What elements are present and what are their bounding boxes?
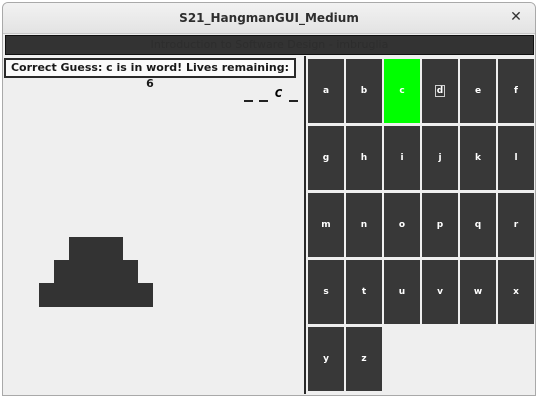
word-slot: [259, 88, 268, 102]
letter-key-label: j: [438, 153, 442, 163]
letter-key-o[interactable]: o: [384, 193, 420, 257]
letter-key-label: k: [475, 153, 481, 163]
close-icon[interactable]: ✕: [510, 9, 522, 25]
letter-key-r[interactable]: r: [498, 193, 534, 257]
letter-key-label: l: [514, 153, 518, 163]
letter-key-q[interactable]: q: [460, 193, 496, 257]
letter-key-j[interactable]: j: [422, 126, 458, 190]
letter-key-label: o: [398, 220, 406, 230]
title-bar[interactable]: S21_HangmanGUI_Medium ✕: [3, 3, 535, 34]
letter-key-y[interactable]: y: [308, 327, 344, 391]
panel-divider: [304, 56, 306, 394]
letter-key-label: s: [323, 287, 329, 297]
letter-key-label: z: [361, 354, 367, 364]
letter-key-t[interactable]: t: [346, 260, 382, 324]
letter-key-p[interactable]: p: [422, 193, 458, 257]
letter-key-label: g: [322, 153, 330, 163]
letter-key-label: t: [361, 287, 367, 297]
letter-key-label: e: [474, 86, 482, 96]
word-display: c: [238, 85, 298, 103]
app-window: S21_HangmanGUI_Medium ✕ Introduction to …: [2, 2, 536, 396]
letter-key-label: m: [321, 220, 331, 230]
letter-key-label: p: [436, 220, 444, 230]
letter-key-label: a: [322, 86, 330, 96]
letter-key-n[interactable]: n: [346, 193, 382, 257]
letter-key-label: v: [437, 287, 443, 297]
letter-key-x[interactable]: x: [498, 260, 534, 324]
letter-key-label: u: [398, 287, 406, 297]
letter-key-v[interactable]: v: [422, 260, 458, 324]
letter-key-m[interactable]: m: [308, 193, 344, 257]
letter-key-label: y: [323, 354, 329, 364]
letter-key-z[interactable]: z: [346, 327, 382, 391]
letter-key-s[interactable]: s: [308, 260, 344, 324]
status-message: Correct Guess: c is in word! Lives remai…: [4, 58, 296, 90]
letter-key-e[interactable]: e: [460, 59, 496, 123]
letter-key-a[interactable]: a: [308, 59, 344, 123]
letter-key-label: c: [399, 86, 405, 96]
letter-key-b[interactable]: b: [346, 59, 382, 123]
letter-key-l[interactable]: l: [498, 126, 534, 190]
gallows-top: [69, 237, 123, 261]
word-slot: [289, 88, 298, 102]
letter-key-label: q: [474, 220, 482, 230]
letter-key-label: d: [434, 85, 446, 97]
letter-key-label: w: [473, 287, 483, 297]
gallows-middle: [54, 260, 138, 284]
window-title: S21_HangmanGUI_Medium: [179, 11, 359, 25]
course-banner: Introduction to Software Design - imbrug…: [5, 35, 534, 55]
letter-key-g[interactable]: g: [308, 126, 344, 190]
letter-key-label: i: [400, 153, 404, 163]
letter-key-label: n: [360, 220, 368, 230]
word-slot: [244, 88, 253, 102]
letter-key-u[interactable]: u: [384, 260, 420, 324]
letter-key-i[interactable]: i: [384, 126, 420, 190]
gallows-base: [39, 283, 153, 307]
letter-key-f[interactable]: f: [498, 59, 534, 123]
word-slot-revealed: c: [274, 85, 283, 101]
letter-key-label: x: [513, 287, 519, 297]
letter-keyboard: a b c d e f g h i j k l m n o p q r s t u v w x y z: [308, 59, 535, 395]
letter-key-w[interactable]: w: [460, 260, 496, 324]
letter-key-c[interactable]: c: [384, 59, 420, 123]
letter-key-label: b: [360, 86, 368, 96]
letter-key-k[interactable]: k: [460, 126, 496, 190]
letter-key-label: r: [513, 220, 519, 230]
letter-key-label: f: [514, 86, 518, 96]
letter-key-h[interactable]: h: [346, 126, 382, 190]
letter-key-label: h: [360, 153, 368, 163]
letter-key-d[interactable]: d: [422, 59, 458, 123]
